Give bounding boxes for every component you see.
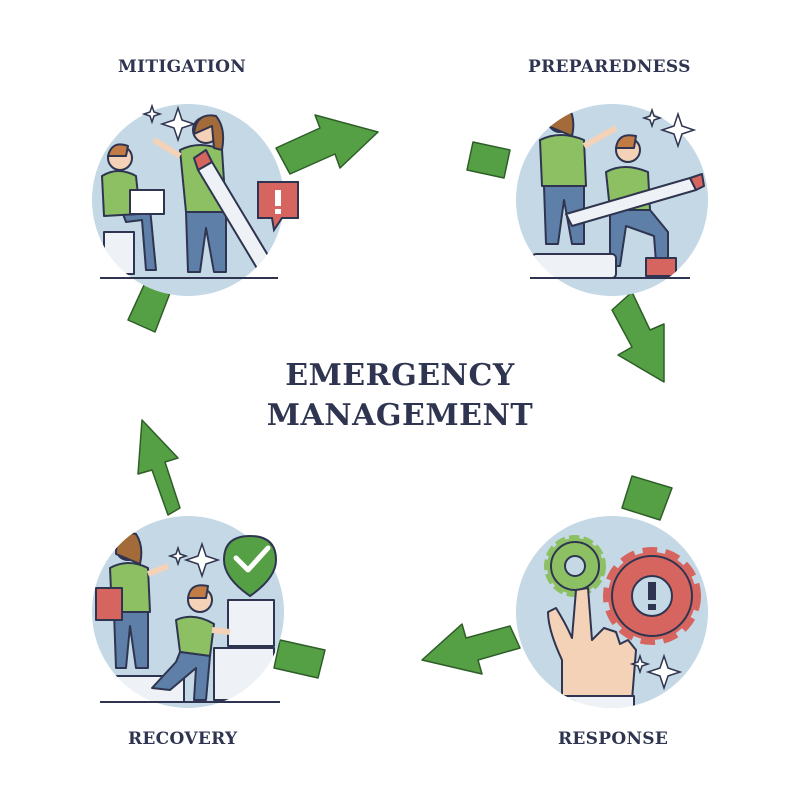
cycle-arrows <box>127 114 673 679</box>
recovery-illustration <box>92 516 284 708</box>
sparkle-icon <box>659 111 697 149</box>
preparedness-illustration <box>516 104 708 296</box>
sparkle-icon <box>645 653 683 691</box>
diagram-title-line-1: EMERGENCY <box>285 358 515 393</box>
sparkle-icon <box>159 105 197 143</box>
response-illustration <box>516 516 708 708</box>
phase-label-preparedness: PREPAREDNESS <box>528 57 691 77</box>
alert-gear-icon <box>603 547 701 645</box>
sparkle-icon <box>183 541 221 579</box>
arrow-tail-recovery-right <box>273 639 326 679</box>
sparkle-icon <box>629 653 651 675</box>
alert-bubble-icon <box>257 181 299 233</box>
arrow-mitigation-to-preparedness <box>275 114 379 175</box>
phase-label-response: RESPONSE <box>558 729 669 749</box>
arrow-recovery-to-mitigation <box>137 419 181 516</box>
arrow-response-to-recovery <box>421 623 521 675</box>
sparkle-icon <box>167 545 189 567</box>
diagram-title-line-2: MANAGEMENT <box>266 398 534 433</box>
phase-label-mitigation: MITIGATION <box>118 57 247 77</box>
arrow-tail-preparedness-left <box>466 141 511 179</box>
arrow-tail-response-top <box>621 475 673 521</box>
sparkle-icon <box>641 107 663 129</box>
gear-icon <box>544 535 606 597</box>
phase-label-recovery: RECOVERY <box>128 729 238 749</box>
mitigation-illustration <box>92 103 299 296</box>
arrow-preparedness-to-response <box>611 291 665 383</box>
sparkle-icon <box>141 103 163 125</box>
check-pin-icon <box>222 534 278 598</box>
